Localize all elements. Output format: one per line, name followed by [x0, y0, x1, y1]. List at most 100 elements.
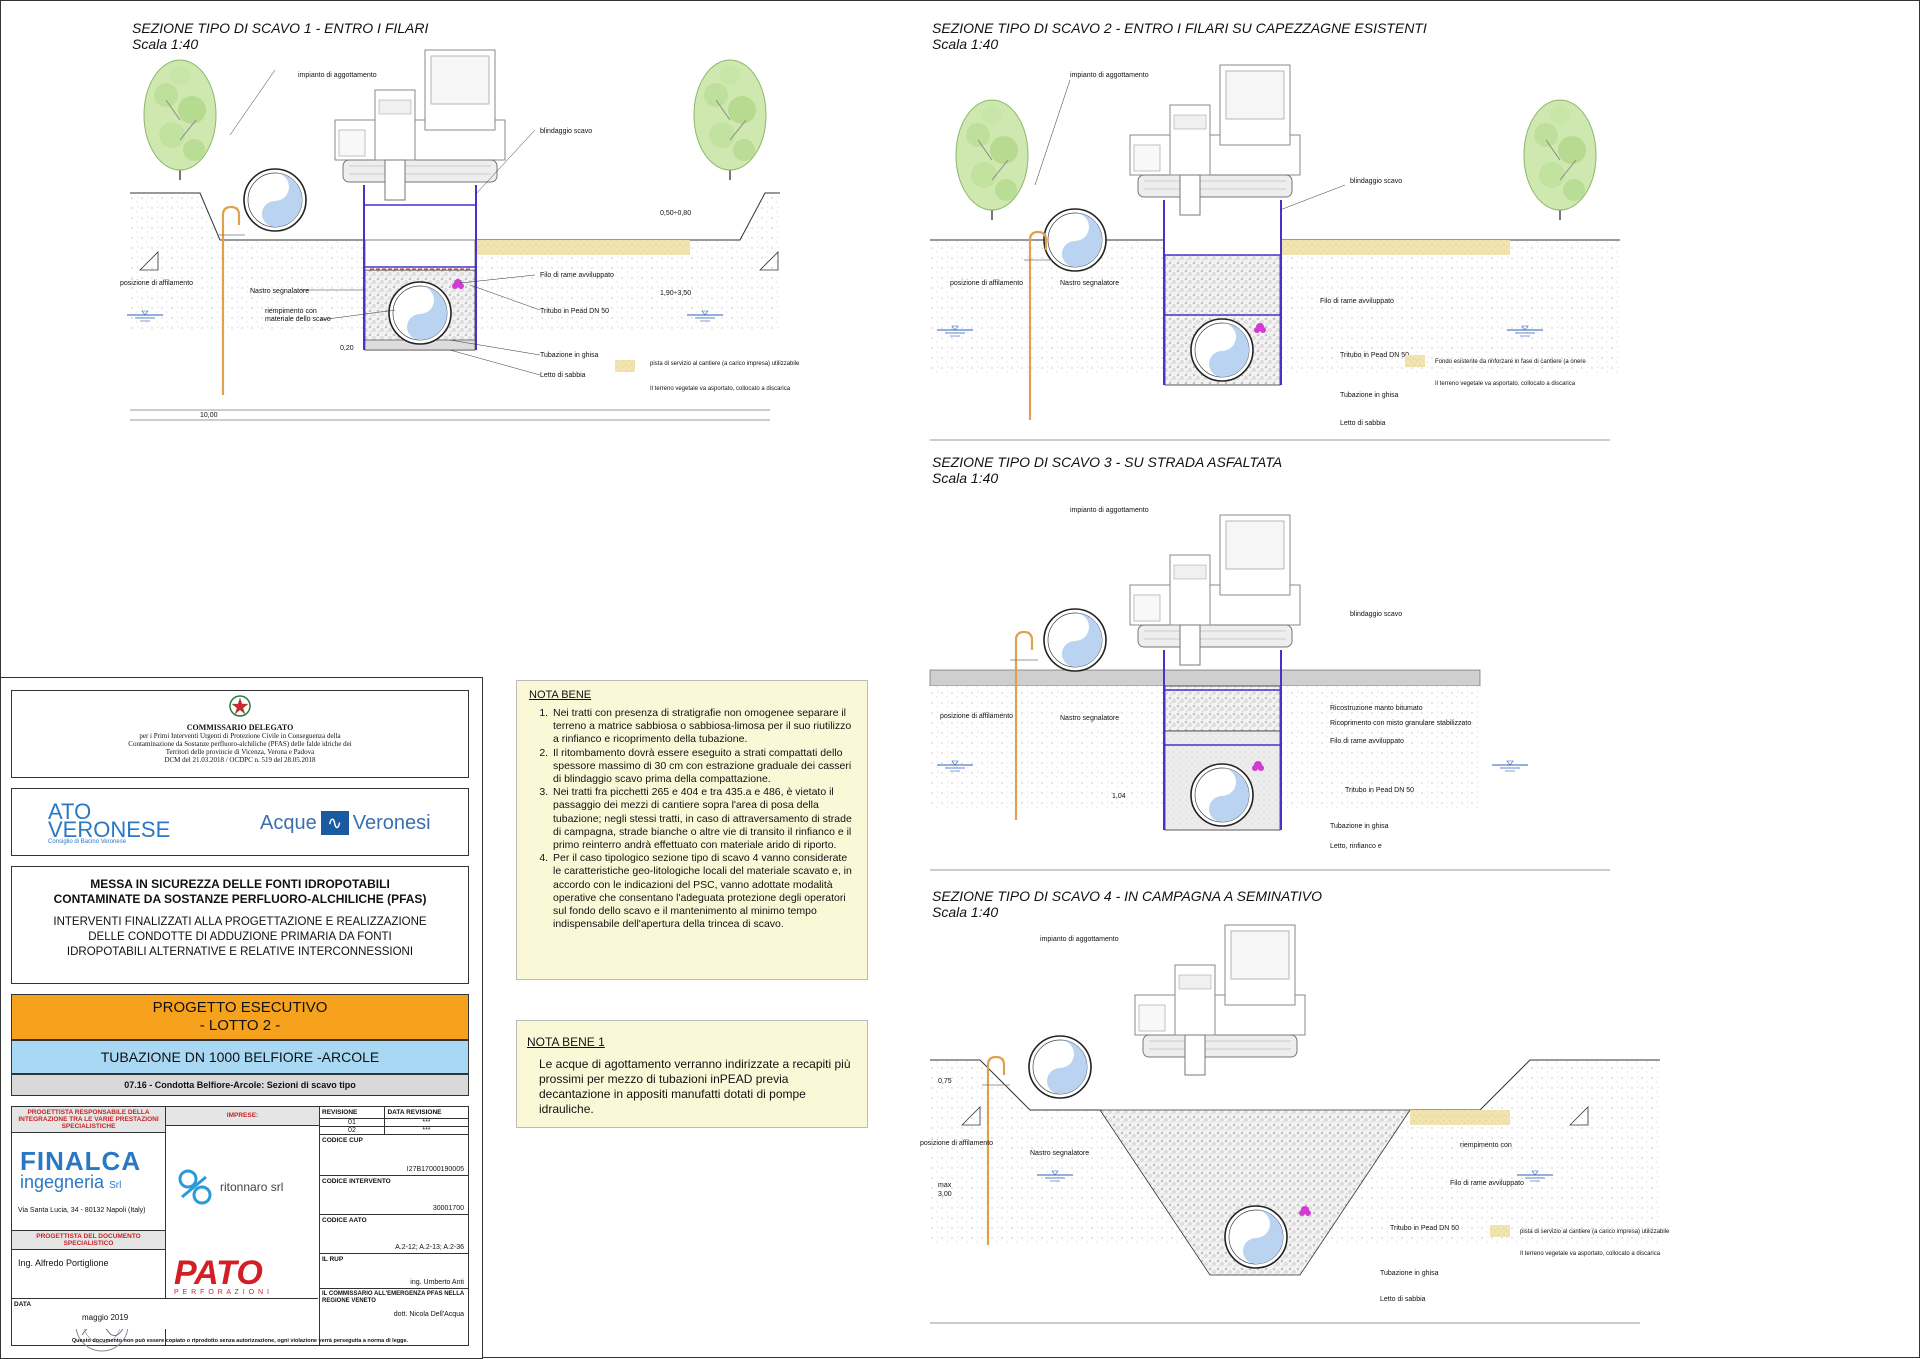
emblem-icon [229, 695, 251, 717]
legend-terreno: Il terreno vegetale va asportato, colloc… [650, 386, 791, 392]
revisione-header: REVISIONE [320, 1107, 386, 1118]
label-tritubo: Tritubo in Pead DN 50 [1345, 787, 1414, 794]
logos-box: ATO VERONESE Consiglio di Bacino Verones… [11, 788, 469, 856]
legend-pista: pista di servizio al cantiere (a carico … [1520, 1229, 1670, 1235]
label-affiancamento: posizione di affilamento [920, 1140, 993, 1147]
label-filo: Filo di rame avviluppato [1330, 738, 1404, 745]
section-4-title: SEZIONE TIPO DI SCAVO 4 - IN CAMPAGNA A … [932, 888, 1322, 920]
intervento-value: 30001700 [432, 1205, 464, 1212]
finalca-address: Via Santa Lucia, 34 - 80132 Napoli (Ital… [18, 1207, 146, 1214]
section-1-title: SEZIONE TIPO DI SCAVO 1 - ENTRO I FILARI… [132, 20, 428, 52]
nota-item-2: Il ritombamento dovrà essere eseguito a … [551, 747, 855, 787]
ritonnaro-word: ritonnaro srl [220, 1180, 284, 1194]
label-nastro: Nastro segnalatore [1060, 715, 1119, 722]
acque-veronesi-logo: Acque ∿ Veronesi [260, 811, 431, 835]
legend-sand-swatch [615, 360, 635, 372]
label-020: 0,20 [340, 345, 354, 352]
ingegneria-word: ingegneria [20, 1172, 105, 1192]
rev-2-date: *** [422, 1127, 431, 1134]
label-nastro: Nastro segnalatore [1060, 280, 1119, 287]
section-1-drawing: 10,00 impianto di aggottamento blindaggi… [120, 49, 800, 421]
data-value: maggio 2019 [82, 1313, 129, 1322]
label-depth3: 1,90÷3,50 [660, 290, 691, 297]
label-affiancamento: posizione di affilamento [940, 713, 1013, 720]
label-tritubo: Tritubo in Pead DN 50 [1340, 352, 1409, 359]
rev-2: 02 [320, 1127, 385, 1134]
legend-terreno: Il terreno vegetale va asportato, colloc… [1520, 1251, 1661, 1257]
section-3-drawing: impianto di aggottamento blindaggio scav… [929, 507, 1610, 871]
ato-logo: ATO VERONESE Consiglio di Bacino Verones… [48, 799, 171, 846]
ritonnaro-icon [178, 1169, 212, 1205]
label-blindaggio: blindaggio scavo [540, 128, 592, 135]
project-title-box: MESSA IN SICUREZZA DELLE FONTI IDROPOTAB… [11, 866, 469, 984]
label-075: 0,75 [938, 1078, 952, 1085]
commissario-pfas-header: IL COMMISSARIO ALL'EMERGENZA PFAS NELLA … [322, 1291, 464, 1304]
lotto-label: - LOTTO 2 - [199, 1017, 281, 1034]
label-tritubo: Tritubo in Pead DN 50 [1390, 1225, 1459, 1232]
label-300: 3,00 [938, 1191, 952, 1198]
commissario-pfas-value: dott. Nicola Dell'Acqua [393, 1311, 464, 1318]
label-affiancamento: posizione di affilamento [950, 280, 1023, 287]
rev-1-date: *** [422, 1119, 431, 1126]
title-block: COMMISSARIO DELEGATO per i Primi Interve… [0, 677, 483, 1359]
section-4-scale: Scala 1:40 [932, 904, 999, 920]
commissario-line-3: Territori delle provincie di Vicenza, Ve… [165, 748, 315, 756]
label-tubazione: Tubazione in ghisa [1330, 823, 1389, 830]
aato-value: A.2-12; A.2-13; A.2-36 [395, 1244, 464, 1251]
label-blindaggio: blindaggio scavo [1350, 178, 1402, 185]
commissario-line-4: DCM del 21.03.2018 / OCDPC n. 519 del 28… [164, 756, 316, 764]
wave-icon: ∿ [320, 811, 349, 835]
pipe-icon [1224, 1205, 1288, 1269]
perforazioni-word: P E R F O R A Z I O N I [174, 1289, 270, 1296]
commissario-box: COMMISSARIO DELEGATO per i Primi Interve… [11, 690, 469, 778]
srl-word: Srl [109, 1180, 122, 1191]
progetto-esecutivo-box: PROGETTO ESECUTIVO - LOTTO 2 - [11, 994, 469, 1040]
excavator-icon [1129, 64, 1301, 216]
ato-logo-caption: Consiglio di Bacino Veronese [48, 839, 127, 845]
data-row: DATA maggio 2019 [12, 1298, 318, 1329]
label-wellpoint: impianto di aggottamento [1040, 936, 1119, 943]
commissario-title: COMMISSARIO DELEGATO [186, 723, 294, 732]
nota-bene-1-box: NOTA BENE 1 Le acque di agottamento verr… [516, 1020, 868, 1128]
rup-value: ing. Umberto Anti [410, 1279, 464, 1286]
aato-header: CODICE AATO [322, 1217, 367, 1224]
stored-pipe-icon [1043, 208, 1107, 272]
stored-pipe-icon [243, 168, 307, 232]
section-3-scale: Scala 1:40 [932, 470, 999, 486]
label-letto: Letto di sabbia [1380, 1296, 1426, 1303]
section-2-drawing: impianto di aggottamento blindaggio scav… [930, 64, 1620, 441]
label-104: 1,04 [1112, 793, 1126, 800]
dim-total: 10,00 [200, 412, 218, 419]
label-wellpoint: impianto di aggottamento [1070, 72, 1149, 79]
legend-sand-swatch [1490, 1225, 1510, 1237]
ato-logo-word-1: ATO [48, 799, 92, 824]
section-3-heading: SEZIONE TIPO DI SCAVO 3 - SU STRADA ASFA… [932, 454, 1283, 470]
label-tritubo: Tritubo in Pead DN 50 [540, 308, 609, 315]
cup-header: CODICE CUP [322, 1137, 363, 1144]
tree-icon [143, 59, 217, 181]
label-tubazione: Tubazione in ghisa [1340, 392, 1399, 399]
section-1-scale: Scala 1:40 [132, 36, 199, 52]
excavator-icon [1134, 924, 1306, 1076]
label-filo: Filo di rame avviluppato [1450, 1180, 1524, 1187]
data-header: DATA [14, 1301, 32, 1308]
progettista-header: PROGETTISTA RESPONSABILE DELLA INTEGRAZI… [12, 1107, 165, 1133]
pipe-icon [1190, 763, 1254, 827]
veronesi-logo-word: Veronesi [352, 811, 431, 834]
label-letto3: Letto, rinfianco e [1330, 843, 1382, 850]
nota-bene-1-text: Le acque di agottamento verranno indiriz… [539, 1057, 851, 1116]
label-nastro: Nastro segnalatore [250, 288, 309, 295]
stored-pipe-icon [1028, 1035, 1092, 1099]
rup-header: IL RUP [322, 1256, 344, 1263]
section-4-drawing: impianto di aggottamento posizione di af… [920, 924, 1670, 1324]
tubazione-box: TUBAZIONE DN 1000 BELFIORE -ARCOLE [11, 1040, 469, 1074]
nota-bene-title: NOTA BENE [529, 689, 592, 701]
label-riempimento2: materiale dello scavo [265, 316, 331, 323]
legend-sand-swatch [1405, 355, 1425, 367]
ato-logo-word-2: VERONESE [48, 817, 171, 842]
label-riempimento: riempimento con [1460, 1142, 1512, 1149]
prog-doc-header: PROGETTISTA DEL DOCUMENTO SPECIALISTICO [12, 1230, 165, 1250]
label-max: max [938, 1182, 952, 1189]
project-subtitle-2: DELLE CONDOTTE DI ADDUZIONE PRIMARIA DA … [88, 931, 392, 943]
pato-word: PATO [174, 1254, 263, 1292]
